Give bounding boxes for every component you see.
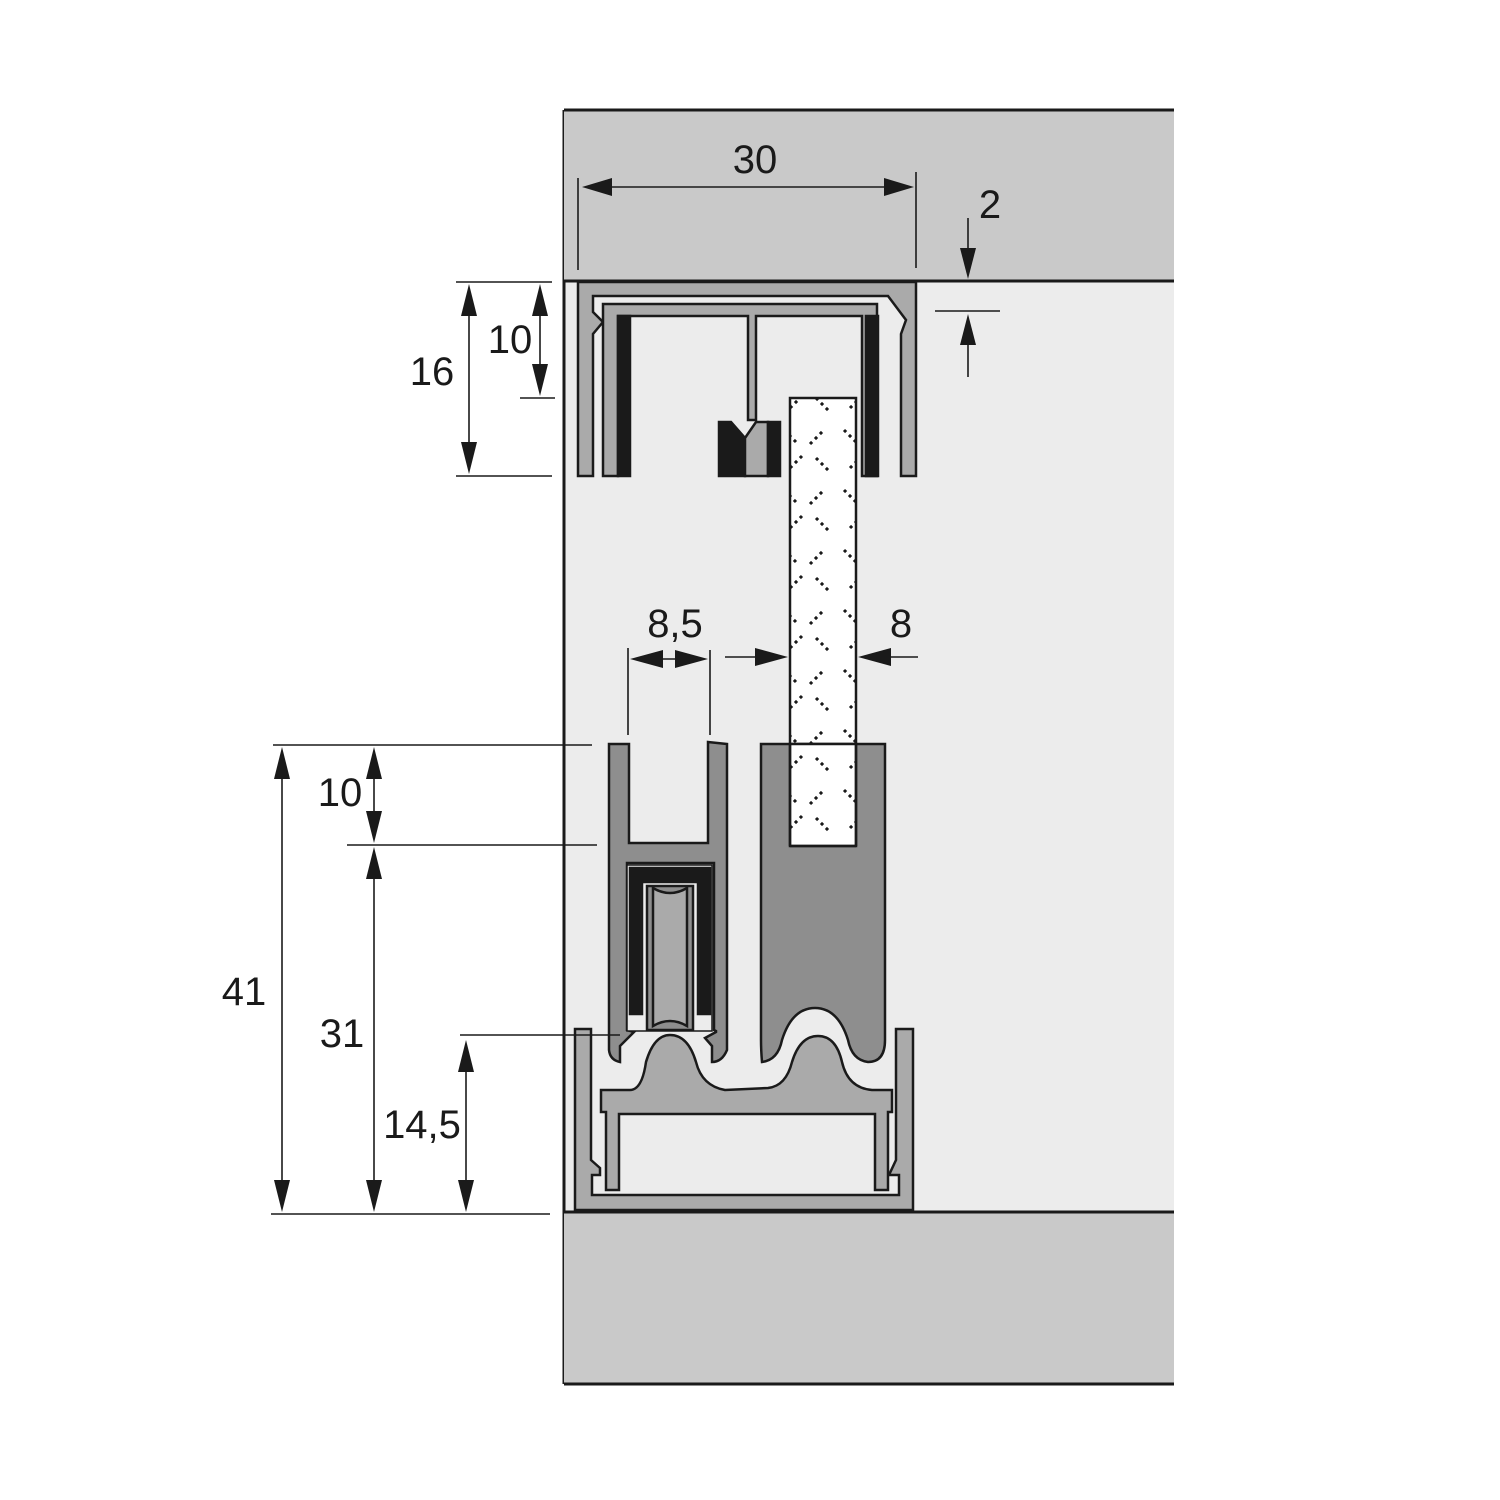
bottom-rail [573, 1027, 915, 1212]
dimension-label-top-gap: 2 [979, 183, 1001, 227]
dimension-bottom-heights: 41 10 31 14,5 [222, 744, 620, 1215]
top-track [576, 280, 918, 478]
bottom-carriage-channel [607, 740, 887, 1064]
dimension-top-gap: 2 [935, 183, 1001, 377]
dimension-label-total-height: 41 [222, 970, 267, 1014]
bottom-panel [564, 1210, 1174, 1386]
dimension-label-rail-height: 14,5 [383, 1103, 461, 1147]
dimension-label-channel-floor-height: 31 [320, 1012, 365, 1056]
dimension-label-door-thickness: 8 [890, 602, 912, 646]
dimension-label-top-inner-depth: 10 [488, 318, 533, 362]
dimension-top-width: 30 [577, 138, 917, 270]
top-panel [564, 108, 1174, 283]
dimension-label-channel-width: 8,5 [647, 602, 703, 646]
dimension-label-top-width: 30 [733, 138, 778, 182]
dimension-label-channel-depth: 10 [318, 771, 363, 815]
dimension-channel-width: 8,5 [627, 602, 711, 735]
dimension-label-top-height: 16 [410, 350, 455, 394]
dimension-top-height: 16 10 [410, 281, 555, 477]
dimension-door-thickness: 8 [725, 602, 918, 666]
